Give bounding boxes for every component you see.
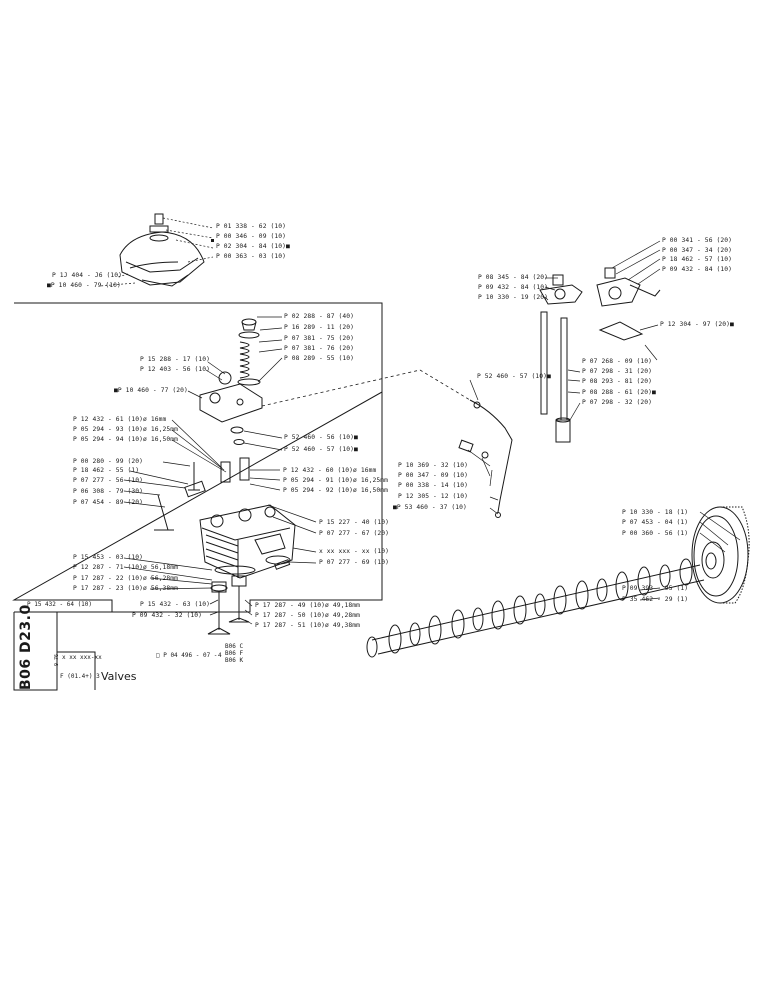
label-oil-fitting-3: P 00 338 - 14 (10) <box>398 482 469 489</box>
label-oil-fitting-5: ■P 53 460 - 37 (10) <box>393 504 467 511</box>
label-seat-4: P 17 287 - 23 (10)ø 56,38mm <box>73 585 179 592</box>
label-rocker-left-1: P 08 345 - 84 (20) <box>478 274 549 281</box>
label-head-right-3: x xx xxx - xx (10) <box>319 548 390 555</box>
label-guide-right-3: P 05 294 - 92 (10)ø 16,50mm <box>283 487 389 494</box>
label-valve-right-2: P 17 287 - 50 (10)ø 49,28mm <box>255 612 361 619</box>
family-code: F (01.4+) 3 <box>60 673 100 680</box>
rocker-cover-drawing <box>119 213 205 287</box>
label-head-left-3: ■P 10 460 - 77 (20) <box>114 387 188 394</box>
cylinder-head-drawing <box>199 504 296 579</box>
label-pushrod-5: P 07 298 - 32 (20) <box>582 399 653 406</box>
label-guide-left-1: P 12 432 - 61 (10)ø 16mm <box>73 416 167 423</box>
oil-pipe-dashed <box>261 369 471 407</box>
label-pushrod-2: P 07 298 - 31 (20) <box>582 368 653 375</box>
label-valve-bottom-2: P 09 432 - 32 (10) <box>132 612 203 619</box>
left-code-frame <box>13 612 58 691</box>
version-list: B06 C B06 F B06 K <box>225 643 243 664</box>
rocker-arm-left-drawing <box>539 274 583 305</box>
label-rocker-spring: P 12 304 - 97 (20)■ <box>660 321 734 328</box>
label-head-left-1: P 15 288 - 17 (10) <box>140 356 211 363</box>
label-rocker-right-3: P 18 462 - 57 (10) <box>662 256 733 263</box>
label-bolt-3: P 07 277 - 56 (10) <box>73 477 144 484</box>
label-cover-6: ■P 10 460 - 79 (10) <box>47 282 121 289</box>
pushrod-left <box>540 311 548 415</box>
version-item: B06 F <box>225 650 244 657</box>
rocker-arm-right-drawing <box>596 267 661 341</box>
label-guide-left-3: P 05 294 - 94 (10)ø 16,50mm <box>73 436 179 443</box>
label-bolt-2: P 18 462 - 55 (1) <box>73 467 140 474</box>
label-head-right-4: P 07 277 - 69 (10) <box>319 559 390 566</box>
label-rocker-right-2: P 00 347 - 34 (20) <box>662 247 733 254</box>
box-ref-num: 4 <box>218 652 222 659</box>
label-guide-left-2: P 05 294 - 93 (10)ø 16,25mm <box>73 426 179 433</box>
label-camshaft-2: P 35 462 - 29 (1) <box>622 596 689 603</box>
label-oil-fitting-1: P 10 369 - 32 (10) <box>398 462 469 469</box>
label-gear-3: P 00 360 - 56 (1) <box>622 530 689 537</box>
label-bolt-1: P 00 280 - 99 (20) <box>73 458 144 465</box>
label-oil-fitting-2: P 00 347 - 09 (10) <box>398 472 469 479</box>
label-head-top-1: P 02 288 - 87 (40) <box>284 313 355 320</box>
label-head-top-5: P 08 289 - 55 (10) <box>284 355 355 362</box>
label-pushrod-3: P 08 293 - 81 (20) <box>582 378 653 385</box>
label-pushrod-4: P 08 288 - 61 (20)■ <box>582 389 656 396</box>
oil-pipe <box>469 399 513 513</box>
vertical-sub-code: 9-76 <box>54 653 60 666</box>
camshaft-drawing <box>366 558 705 658</box>
label-head-mid-2: P 52 460 - 57 (10)■ <box>284 446 358 453</box>
label-head-right-1: P 15 227 - 40 (10) <box>319 519 390 526</box>
label-head-top-4: P 07 381 - 76 (20) <box>284 345 355 352</box>
label-gear-2: P 07 453 - 04 (1) <box>622 519 689 526</box>
ref-box-label: P 15 432 - 64 (10) <box>27 601 93 608</box>
label-valve-bottom-1: P 15 432 - 63 (10) <box>140 601 211 608</box>
label-guide-right-2: P 05 294 - 91 (10)ø 16,25mm <box>283 477 389 484</box>
label-pushrod-1: P 07 268 - 09 (10) <box>582 358 653 365</box>
label-head-right-2: P 07 277 - 67 (20) <box>319 530 390 537</box>
label-camshaft-1: P 09 393 - 95 (1) <box>622 585 689 592</box>
rocker-bracket <box>199 383 263 423</box>
label-head-left-2: P 12 403 - 56 (10) <box>140 366 211 373</box>
label-head-top-2: P 16 289 - 11 (20) <box>284 324 355 331</box>
label-bolt-5: P 07 454 - 89 (20) <box>73 499 144 506</box>
page-title: Valves <box>101 670 137 683</box>
valves-drawing <box>207 575 250 635</box>
label-cover-3: P 02 304 - 84 (10)■ <box>216 243 290 250</box>
label-head-mid-1: P 52 460 - 56 (10)■ <box>284 434 358 441</box>
label-rocker-right-1: P 00 341 - 56 (20) <box>662 237 733 244</box>
box-ref: □ P 04 496 - 07 - <box>156 652 218 659</box>
label-guide-right-1: P 12 432 - 60 (10)ø 16mm <box>283 467 377 474</box>
ref-code: x xx xxx-xx <box>62 654 102 661</box>
label-cover-2: P 00 346 - 09 (10) <box>216 233 287 240</box>
label-oil-fitting-4: P 12 305 - 12 (10) <box>398 493 469 500</box>
label-rocker-right-4: P 09 432 - 84 (10) <box>662 266 733 273</box>
label-seat-2: P 12 287 - 71 (10)ø 56,18mm <box>73 564 179 571</box>
label-cover-4: P 00 363 - 03 (10) <box>216 253 287 260</box>
label-seat-1: P 15 453 - 03 (10) <box>73 554 144 561</box>
label-gear-1: P 10 330 - 18 (1) <box>622 509 689 516</box>
label-bolt-4: P 06 308 - 79 (30) <box>73 488 144 495</box>
pushrod-right <box>560 317 568 421</box>
label-rocker-left-3: P 10 330 - 19 (20) <box>478 294 549 301</box>
label-cover-1: P 01 338 - 62 (10) <box>216 223 287 230</box>
label-valve-right-1: P 17 287 - 49 (10)ø 49,18mm <box>255 602 361 609</box>
version-item: B06 K <box>225 657 244 664</box>
label-head-top-3: P 07 381 - 75 (20) <box>284 335 355 342</box>
label-oil-pipe: P 52 460 - 57 (10)■ <box>477 373 551 380</box>
label-rocker-left-2: P 09 432 - 84 (10) <box>478 284 549 291</box>
vertical-page-code: B06 D23.0 <box>18 604 34 690</box>
timing-gear-drawing <box>691 506 750 604</box>
label-valve-right-3: P 17 287 - 51 (10)ø 49,38mm <box>255 622 361 629</box>
version-item: B06 C <box>225 643 244 650</box>
label-cover-5: P 1J 404 - J6 (10) <box>52 272 123 279</box>
label-seat-3: P 17 287 - 22 (10)ø 56,28mm <box>73 575 179 582</box>
